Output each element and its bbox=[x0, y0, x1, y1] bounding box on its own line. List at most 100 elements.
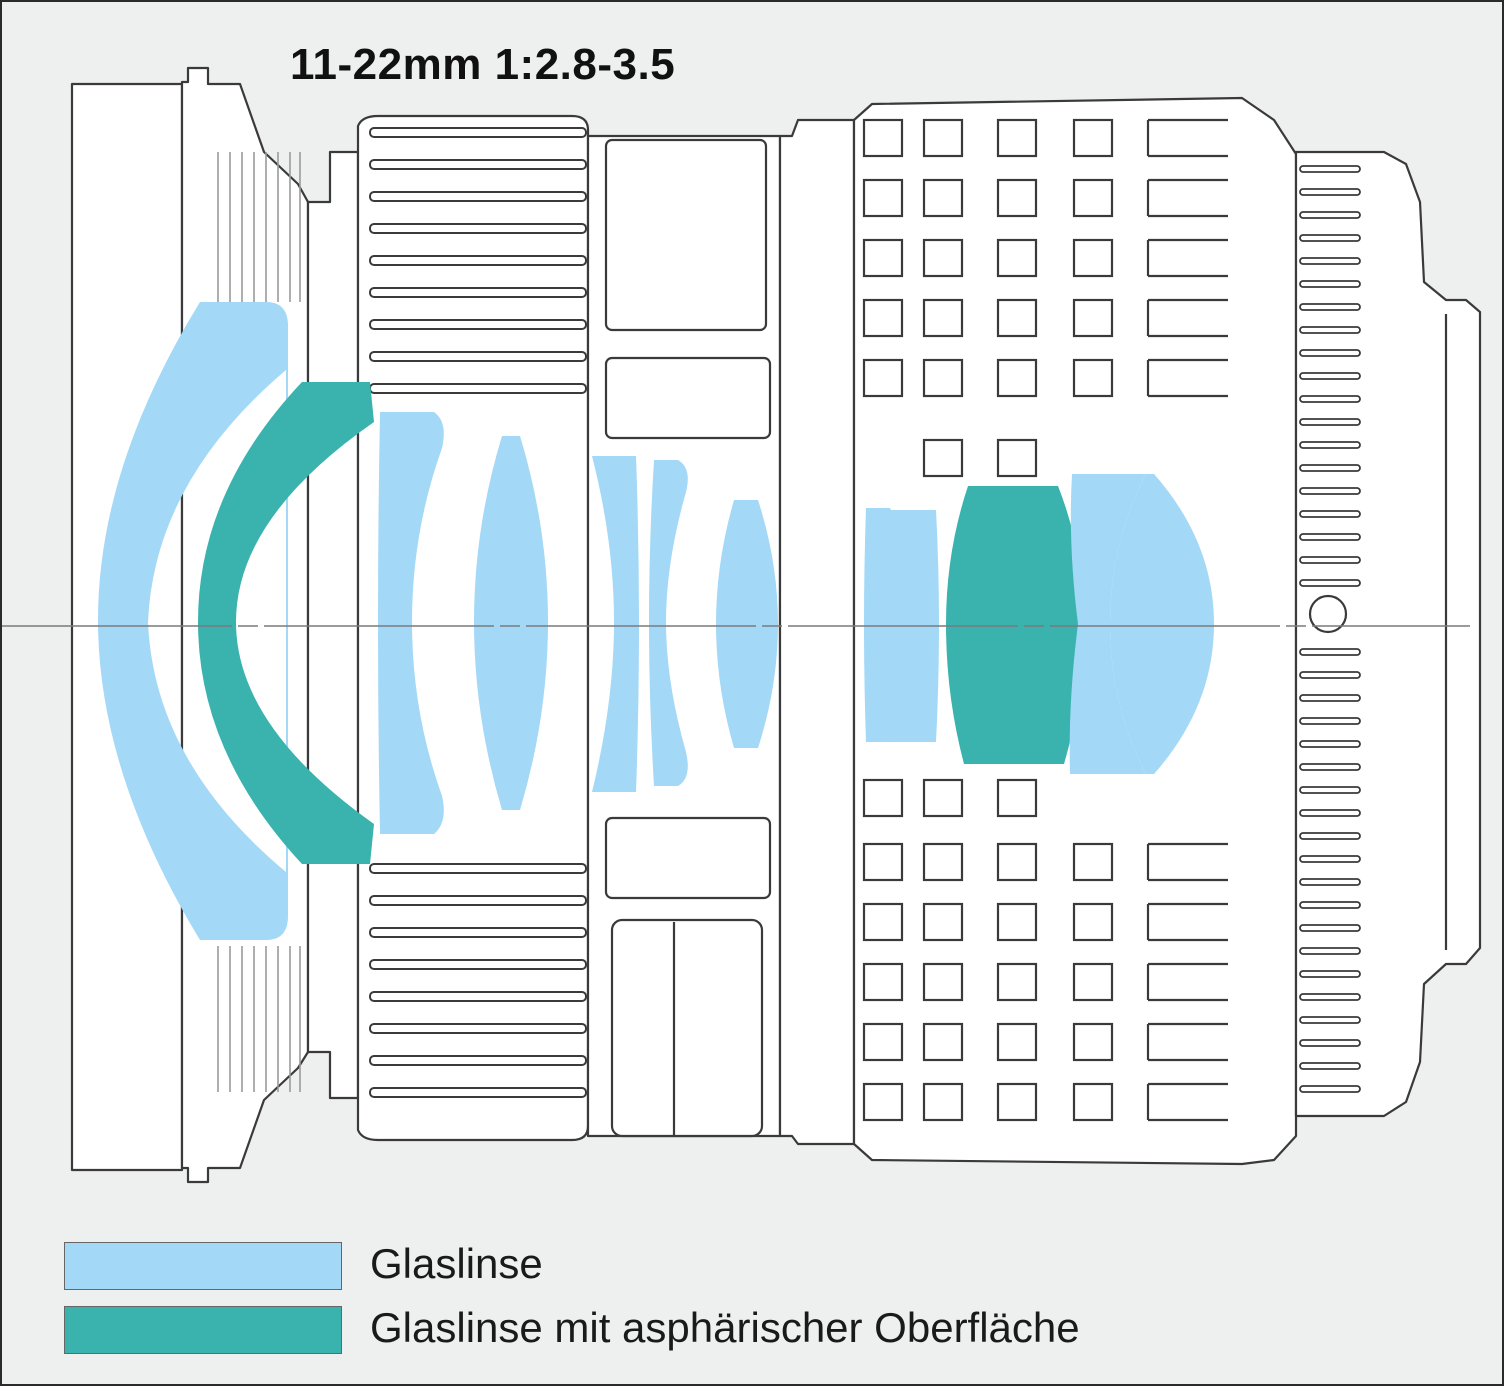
barrel-window-middle bbox=[604, 356, 772, 440]
rear-rib bbox=[1299, 165, 1361, 173]
grip-edge bbox=[1146, 298, 1228, 338]
lens-element-5 bbox=[592, 456, 639, 792]
rear-rib bbox=[1299, 556, 1361, 564]
grip-square bbox=[996, 1082, 1038, 1122]
grip-square bbox=[1072, 118, 1114, 158]
lens-element-6 bbox=[649, 460, 688, 786]
rear-rib bbox=[1299, 786, 1361, 794]
grip-square bbox=[922, 118, 964, 158]
lens-element-7 bbox=[716, 500, 778, 748]
grip-square bbox=[922, 298, 964, 338]
grip-edge bbox=[1146, 842, 1228, 882]
grip-square bbox=[996, 902, 1038, 942]
grip-square bbox=[862, 1082, 904, 1122]
grip-square bbox=[996, 842, 1038, 882]
rear-rib bbox=[1299, 1085, 1361, 1093]
focus-ring-grip bbox=[862, 118, 1228, 1122]
grip-square bbox=[1072, 358, 1114, 398]
grip-square bbox=[996, 178, 1038, 218]
grip-edge bbox=[1146, 178, 1228, 218]
legend-label-glass: Glaslinse bbox=[370, 1240, 543, 1287]
front-step bbox=[306, 150, 360, 1100]
grip-square bbox=[922, 842, 964, 882]
zoom-rib bbox=[369, 863, 587, 874]
barrel-window-upper bbox=[604, 138, 768, 332]
rear-section bbox=[1294, 150, 1482, 1118]
zoom-rib bbox=[369, 255, 587, 266]
rear-rib bbox=[1299, 234, 1361, 242]
grip-square bbox=[1072, 842, 1114, 882]
grip-square bbox=[996, 778, 1038, 818]
grip-square bbox=[996, 1022, 1038, 1062]
zoom-rib bbox=[369, 127, 587, 138]
rear-rib bbox=[1299, 188, 1361, 196]
grip-square bbox=[996, 238, 1038, 278]
zoom-rib bbox=[369, 1087, 587, 1098]
grip-square bbox=[862, 358, 904, 398]
rear-rib bbox=[1299, 648, 1361, 656]
grip-square bbox=[862, 118, 904, 158]
rear-rib bbox=[1299, 694, 1361, 702]
aperture-marker bbox=[1308, 594, 1348, 634]
barrel-window-bottom bbox=[610, 918, 764, 1138]
legend-label-aspherical: Glaslinse mit asphärischer Oberfläche bbox=[370, 1304, 1080, 1351]
rear-rib bbox=[1299, 441, 1361, 449]
grip-square bbox=[922, 358, 964, 398]
rear-rib bbox=[1299, 395, 1361, 403]
rear-rib bbox=[1299, 280, 1361, 288]
rear-rib bbox=[1299, 579, 1361, 587]
lens-elements bbox=[98, 302, 1214, 940]
grip-square bbox=[922, 238, 964, 278]
rear-rib bbox=[1299, 1016, 1361, 1024]
grip-square bbox=[922, 178, 964, 218]
rear-rib bbox=[1299, 924, 1361, 932]
grip-square bbox=[922, 962, 964, 1002]
grip-square bbox=[1072, 178, 1114, 218]
zoom-rib bbox=[369, 351, 587, 362]
grip-square bbox=[1072, 902, 1114, 942]
zoom-rib bbox=[369, 1055, 587, 1066]
lens-element-8 bbox=[864, 508, 920, 742]
zoom-rib bbox=[369, 959, 587, 970]
rear-rib bbox=[1299, 349, 1361, 357]
rear-rib bbox=[1299, 671, 1361, 679]
legend-swatch-glass bbox=[64, 1242, 342, 1290]
grip-edge bbox=[1146, 1082, 1228, 1122]
grip-square bbox=[862, 778, 904, 818]
lens-title: 11-22mm 1:2.8-3.5 bbox=[290, 40, 676, 89]
lens-element-12 bbox=[1110, 474, 1214, 774]
zoom-rib bbox=[369, 383, 587, 394]
grip-square bbox=[922, 778, 964, 818]
zoom-rib bbox=[369, 159, 587, 170]
rear-rib bbox=[1299, 418, 1361, 426]
barrel-window-lower bbox=[604, 816, 772, 900]
hood-detail-lines bbox=[217, 152, 301, 1092]
grip-square bbox=[996, 118, 1038, 158]
zoom-rib bbox=[369, 191, 587, 202]
rear-rib bbox=[1299, 326, 1361, 334]
grip-square bbox=[996, 358, 1038, 398]
grip-edge bbox=[1146, 1022, 1228, 1062]
rear-rib bbox=[1299, 372, 1361, 380]
rear-rib bbox=[1299, 717, 1361, 725]
lens-element-11 bbox=[1069, 474, 1146, 774]
grip-square bbox=[1072, 238, 1114, 278]
zoom-rib bbox=[369, 223, 587, 234]
grip-square bbox=[862, 298, 904, 338]
grip-square bbox=[1072, 1082, 1114, 1122]
rear-ring-ribs bbox=[1299, 165, 1361, 1093]
rear-rib bbox=[1299, 855, 1361, 863]
rear-rib bbox=[1299, 464, 1361, 472]
lens-element-1 bbox=[98, 302, 288, 940]
rear-rib bbox=[1299, 1039, 1361, 1047]
grip-square bbox=[862, 238, 904, 278]
zoom-rib bbox=[369, 319, 587, 330]
rear-rib bbox=[1299, 303, 1361, 311]
grip-square bbox=[1072, 1022, 1114, 1062]
zoom-rib bbox=[369, 287, 587, 298]
grip-edge bbox=[1146, 358, 1228, 398]
rear-rib bbox=[1299, 740, 1361, 748]
grip-square bbox=[922, 902, 964, 942]
grip-square bbox=[922, 438, 964, 478]
